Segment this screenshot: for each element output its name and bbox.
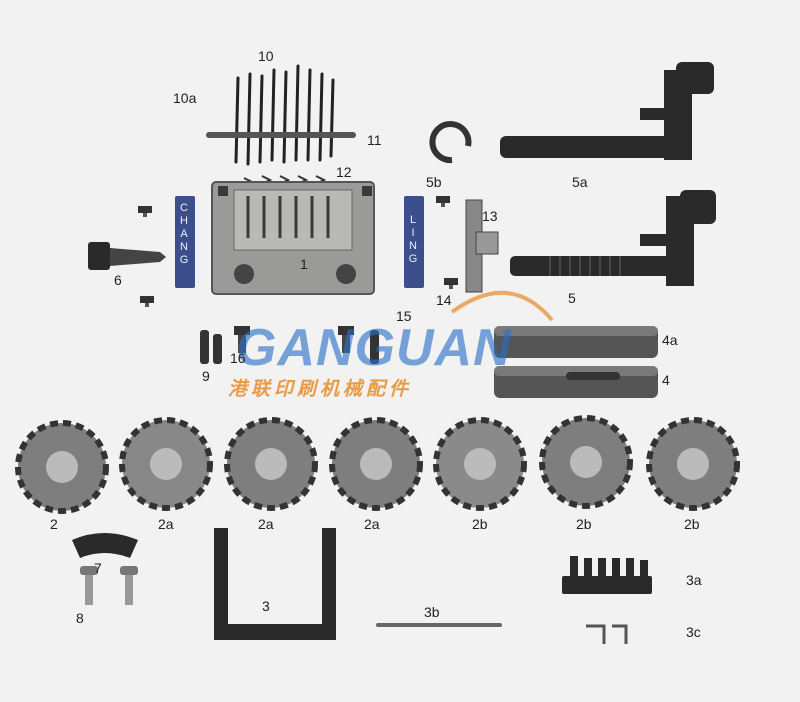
label-10a: 10a bbox=[173, 90, 197, 106]
screw-16b bbox=[338, 326, 354, 353]
rod-3b bbox=[376, 623, 502, 627]
label-2b-3: 2b bbox=[684, 516, 700, 532]
watermark-cjk: 港联印刷机械配件 bbox=[228, 378, 413, 400]
label-1: 1 bbox=[300, 256, 308, 272]
main-block-1 bbox=[211, 181, 375, 295]
label-12: 12 bbox=[336, 164, 352, 180]
screw-small-14a bbox=[436, 196, 450, 207]
label-2: 2 bbox=[50, 516, 58, 532]
arc-segment-7 bbox=[72, 533, 138, 558]
label-2a-1: 2a bbox=[158, 516, 174, 532]
watermark-swoosh bbox=[450, 290, 554, 322]
pin-9b bbox=[213, 334, 222, 364]
stud-8a bbox=[80, 566, 98, 605]
label-3c: 3c bbox=[686, 624, 701, 640]
comb-3a bbox=[562, 556, 652, 594]
screw-16 bbox=[234, 326, 250, 353]
gear-2b-2 bbox=[539, 415, 633, 509]
name-plate-right bbox=[404, 196, 424, 288]
label-15: 15 bbox=[396, 308, 412, 324]
spring-clip-3c bbox=[586, 624, 628, 644]
rod-comb-10 bbox=[234, 64, 335, 166]
u-bracket-3 bbox=[214, 528, 336, 640]
label-2a-2: 2a bbox=[258, 516, 274, 532]
label-3b: 3b bbox=[424, 604, 440, 620]
watermark-brand: GANGUAN bbox=[236, 319, 512, 377]
label-13: 13 bbox=[482, 208, 498, 224]
label-6: 6 bbox=[114, 272, 122, 288]
label-10: 10 bbox=[258, 48, 274, 64]
label-3a: 3a bbox=[686, 572, 702, 588]
screw-small-bottom-left bbox=[140, 296, 154, 307]
pin-15 bbox=[370, 330, 379, 364]
shaft-4 bbox=[494, 366, 658, 398]
label-5b: 5b bbox=[426, 174, 442, 190]
stud-8b bbox=[120, 566, 138, 605]
label-2b-1: 2b bbox=[472, 516, 488, 532]
plate-text-left: CHANG bbox=[178, 202, 190, 267]
bracket-13 bbox=[465, 199, 499, 293]
gear-2b-1 bbox=[433, 417, 527, 511]
pin-11 bbox=[206, 132, 356, 138]
pin-9 bbox=[200, 330, 209, 364]
gear-2a-3 bbox=[329, 417, 423, 511]
label-4a: 4a bbox=[662, 332, 678, 348]
label-4: 4 bbox=[662, 372, 670, 388]
crank-shaft-5 bbox=[510, 190, 716, 286]
name-plate-left bbox=[175, 196, 195, 288]
label-2b-2: 2b bbox=[576, 516, 592, 532]
label-9: 9 bbox=[202, 368, 210, 384]
label-14: 14 bbox=[436, 292, 452, 308]
gear-2b-3 bbox=[646, 417, 740, 511]
label-11: 11 bbox=[367, 132, 382, 148]
label-3: 3 bbox=[262, 598, 270, 614]
label-5: 5 bbox=[568, 290, 576, 306]
label-7: 7 bbox=[94, 560, 102, 576]
screw-small-top-left bbox=[138, 206, 152, 217]
plate-text-right: LING bbox=[407, 214, 419, 266]
label-2a-3: 2a bbox=[364, 516, 380, 532]
shaft-4a bbox=[494, 326, 658, 358]
gear-2a-2 bbox=[224, 417, 318, 511]
label-5a: 5a bbox=[572, 174, 588, 190]
screw-small-14 bbox=[444, 278, 458, 289]
e-clip-5b bbox=[429, 121, 472, 164]
bolt-6 bbox=[88, 242, 166, 270]
crank-shaft-5a bbox=[500, 62, 714, 160]
gear-2a-1 bbox=[119, 417, 213, 511]
label-8: 8 bbox=[76, 610, 84, 626]
gear-2 bbox=[15, 420, 109, 514]
label-16: 16 bbox=[230, 350, 246, 366]
